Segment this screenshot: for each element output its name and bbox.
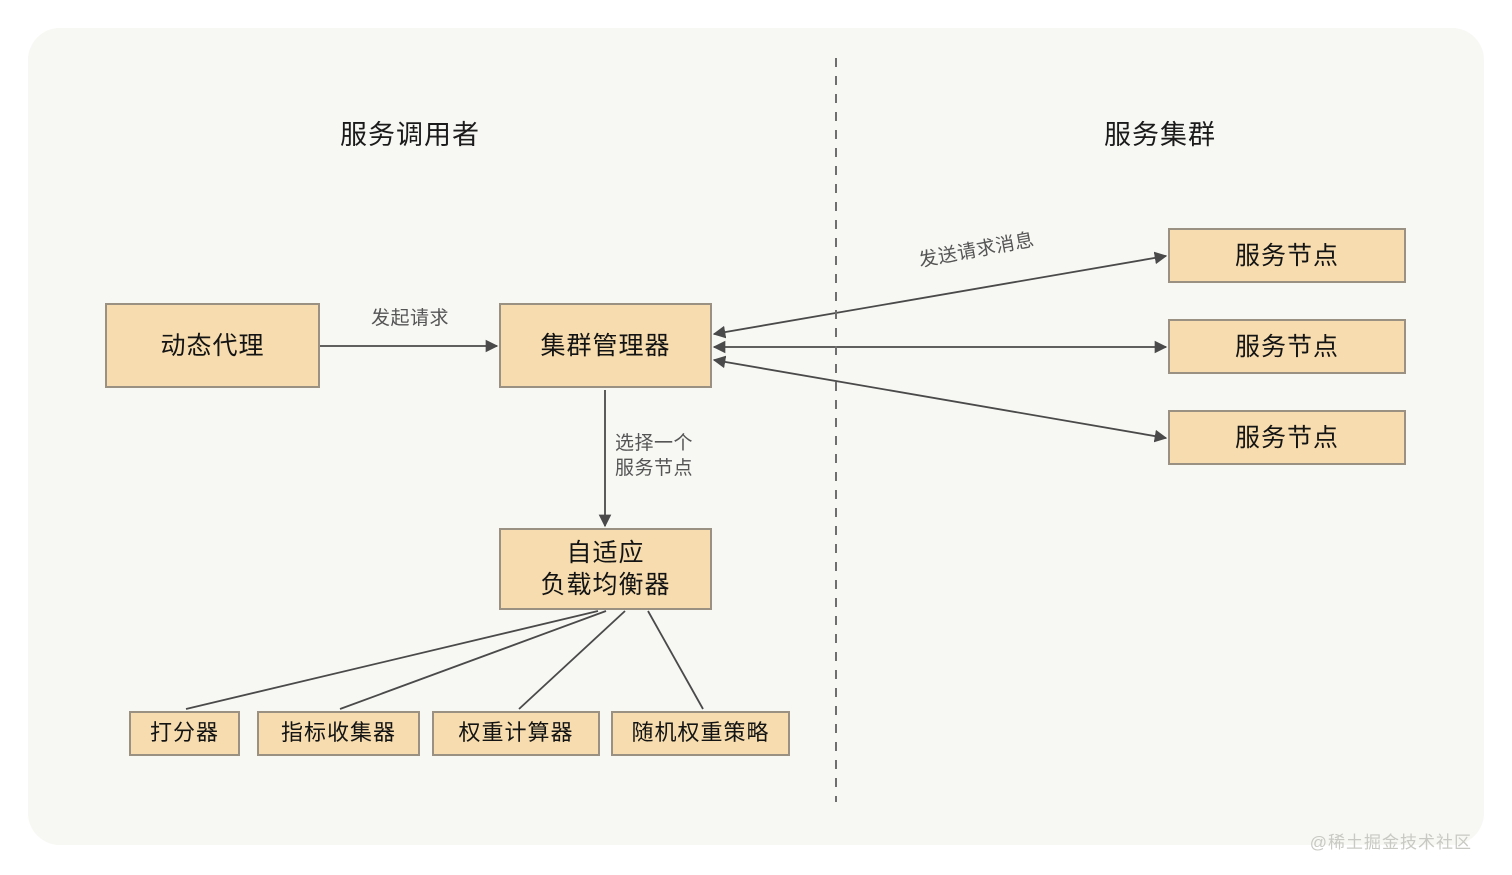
node-adaptive-load-balancer[interactable]: 自适应 负载均衡器 bbox=[499, 528, 712, 610]
node-service-node-3[interactable]: 服务节点 bbox=[1168, 410, 1406, 465]
node-service-node-2[interactable]: 服务节点 bbox=[1168, 319, 1406, 374]
watermark: @稀土掘金技术社区 bbox=[1309, 833, 1472, 852]
node-dynamic-proxy[interactable]: 动态代理 bbox=[105, 303, 320, 388]
node-service-node-1[interactable]: 服务节点 bbox=[1168, 228, 1406, 283]
node-weight-calculator[interactable]: 权重计算器 bbox=[432, 711, 600, 756]
edge-label-select-service-node: 选择一个 服务节点 bbox=[615, 433, 694, 479]
edge-label-initiate-request: 发起请求 bbox=[370, 308, 450, 329]
node-scorer[interactable]: 打分器 bbox=[129, 711, 240, 756]
node-metric-collector[interactable]: 指标收集器 bbox=[257, 711, 420, 756]
section-title-caller: 服务调用者 bbox=[340, 120, 480, 150]
node-cluster-manager[interactable]: 集群管理器 bbox=[499, 303, 712, 388]
section-title-cluster: 服务集群 bbox=[1104, 120, 1216, 150]
node-random-weight-strategy[interactable]: 随机权重策略 bbox=[611, 711, 790, 756]
